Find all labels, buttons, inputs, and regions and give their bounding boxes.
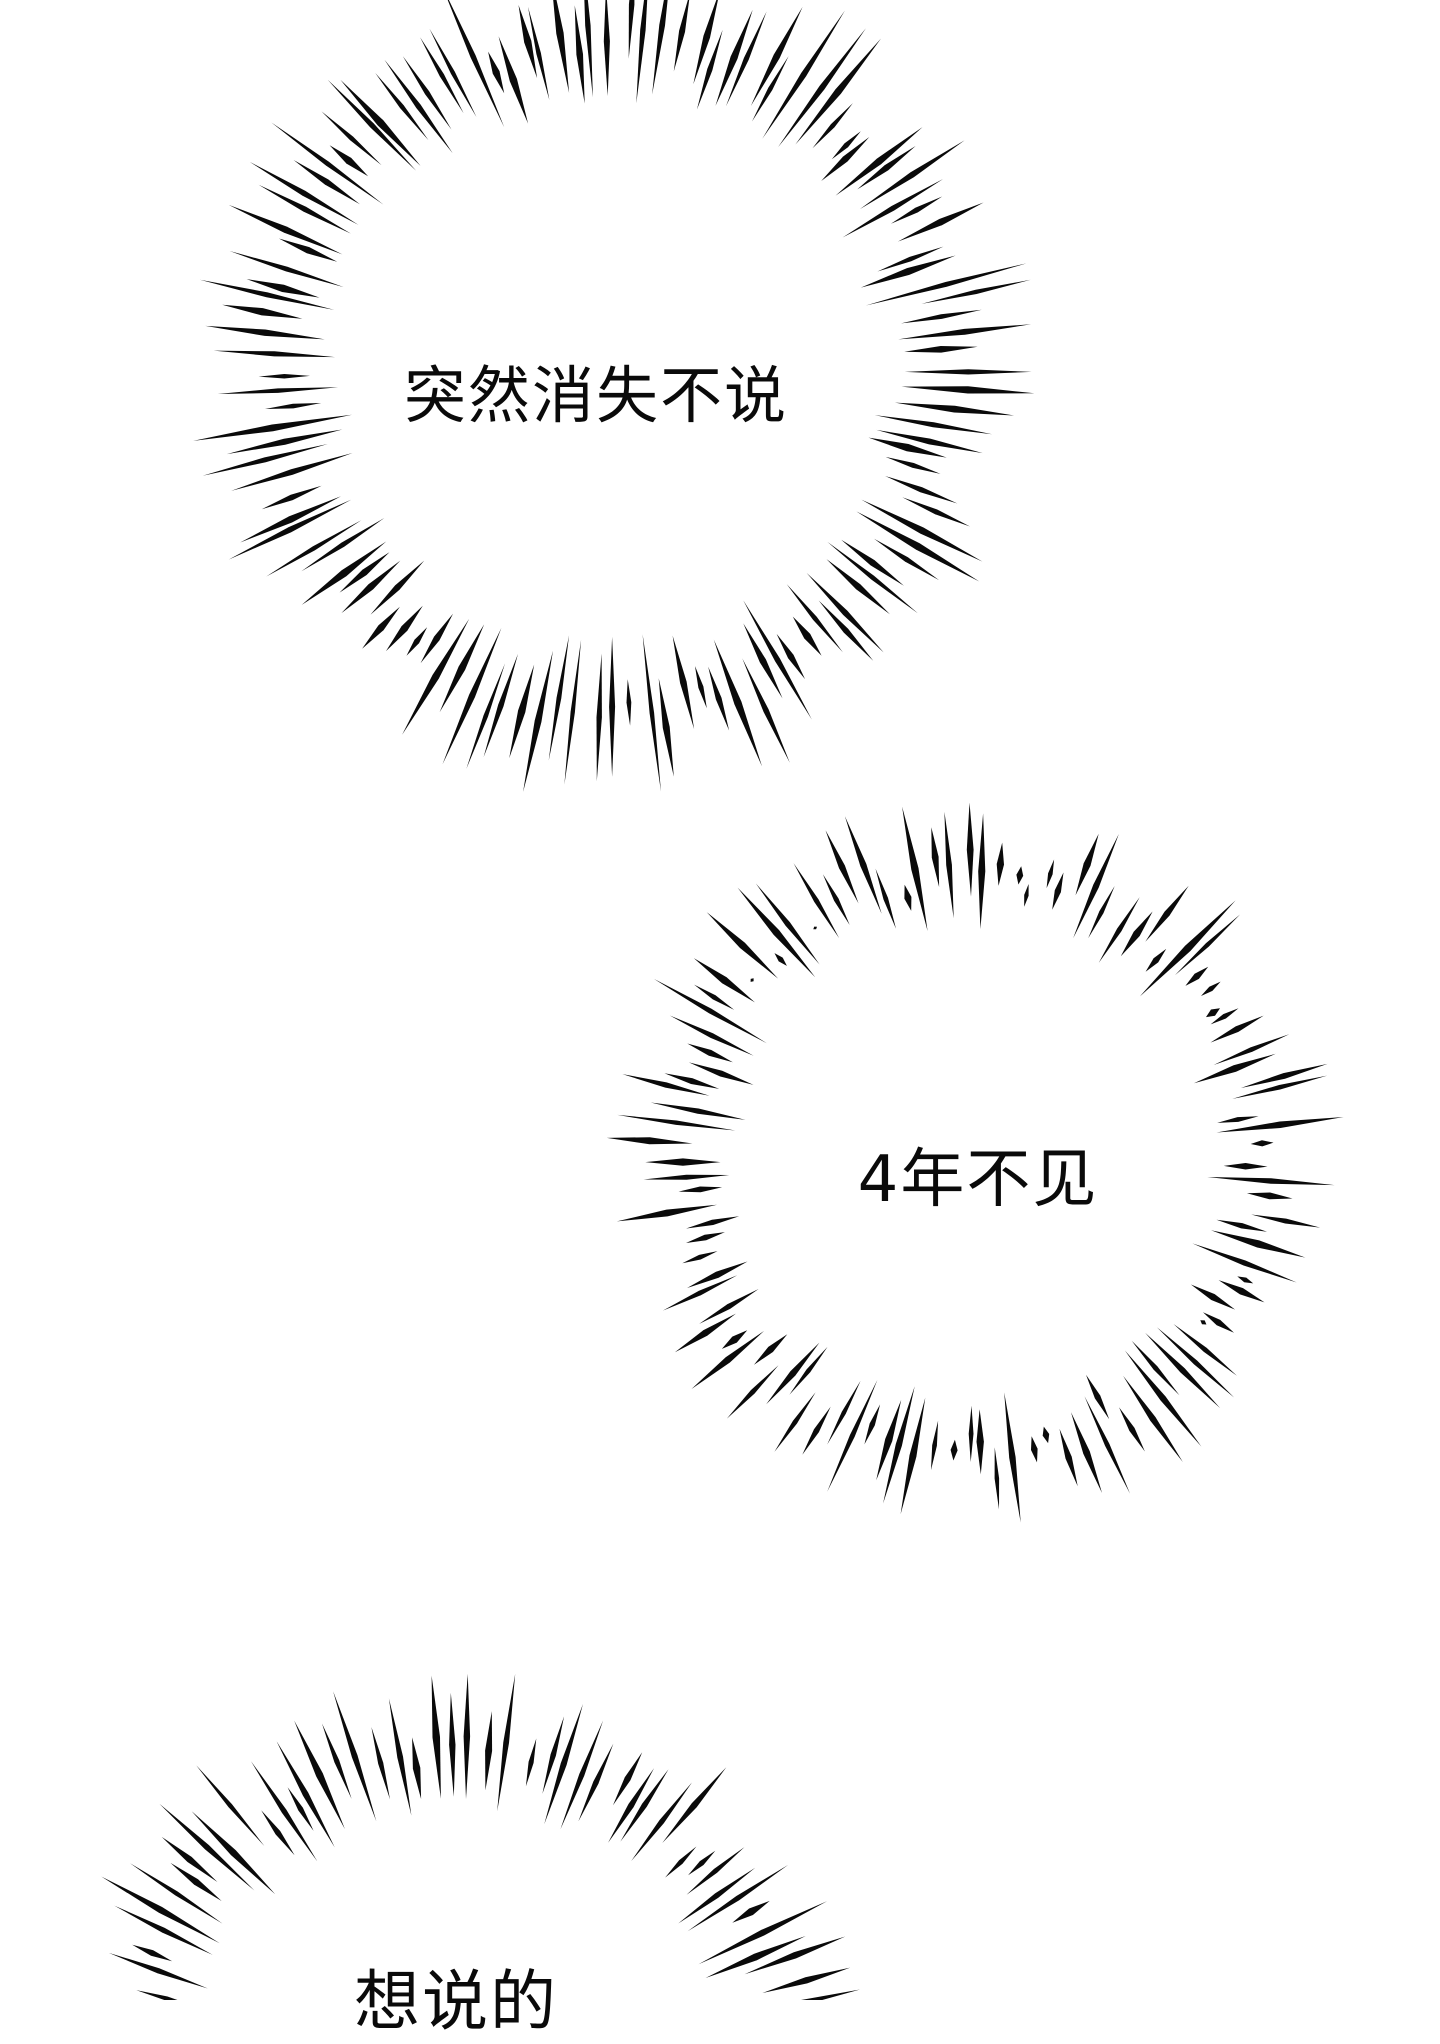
bubble-text-four-years: 4年不见 bbox=[857, 1143, 1099, 1217]
comic-panel: 突然消失不说 4年不见 想说的 bbox=[101, 0, 1344, 2040]
bubble-text-sudden-disappearance: 突然消失不说 bbox=[403, 359, 789, 432]
bubble-text-want-to-say: 想说的 bbox=[354, 1963, 558, 2040]
burst-lines-layer bbox=[101, 0, 1344, 2000]
